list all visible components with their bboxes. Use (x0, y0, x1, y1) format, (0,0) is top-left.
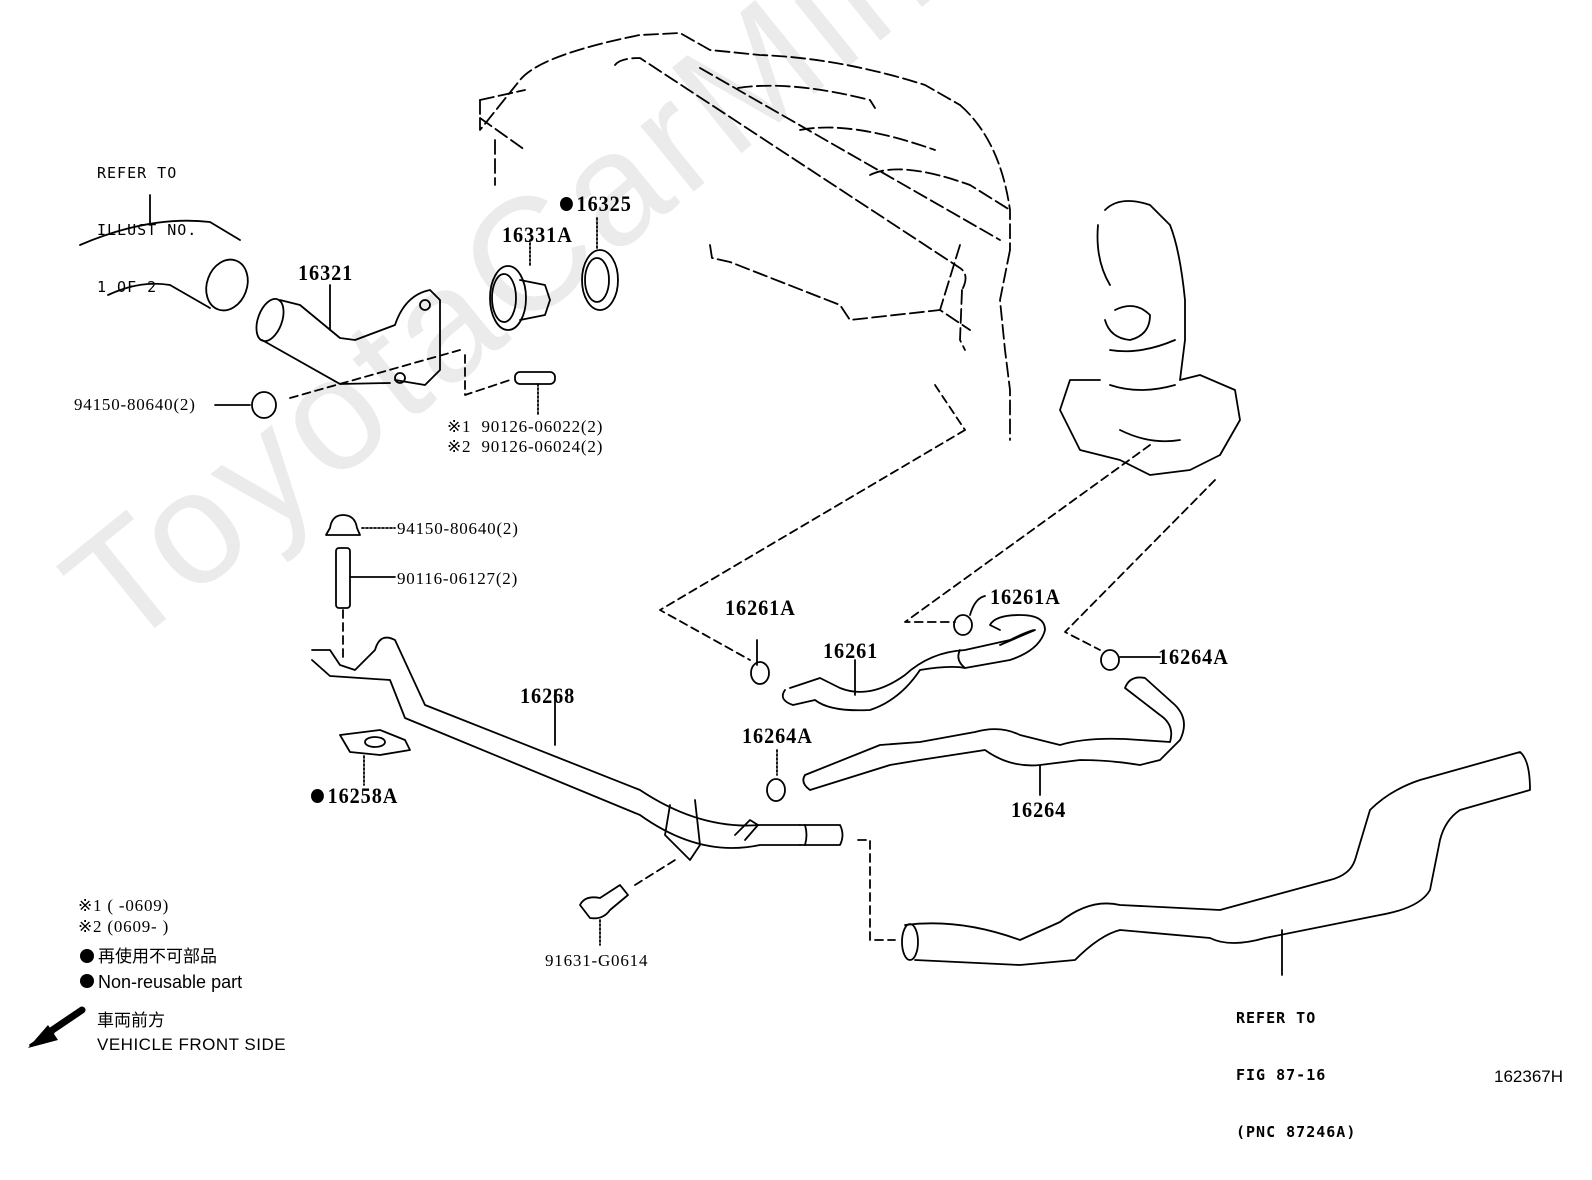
refer-note-bottom-right: REFER TO FIG 87-16 (PNC 87246A) (1236, 971, 1356, 1180)
clamp-16261A-left (750, 639, 770, 685)
part-label-90126-06024[interactable]: ※2 90126-06024(2) (447, 438, 603, 455)
lower-hose (901, 751, 1531, 976)
upper-hose (79, 194, 249, 312)
refer-line: 1 OF 2 (97, 278, 158, 296)
parts-diagram: ToyotaCarMine.ru (28, 0, 1564, 1141)
refer-line: ILLUST NO. (97, 221, 198, 239)
gasket-16258A (339, 729, 411, 786)
non-reusable-dot-icon (80, 948, 94, 963)
part-label-16261A-left[interactable]: 16261A (725, 595, 796, 620)
part-label-90116[interactable]: 90116-06127(2) (397, 569, 519, 588)
legend-nonreusable-jp: 再使用不可部品 (80, 948, 217, 965)
part-label-16325[interactable]: 16325 (560, 193, 632, 215)
refer-line: (PNC 87246A) (1236, 1123, 1357, 1141)
part-label-16258A[interactable]: 16258A (311, 785, 398, 807)
part-label-16321[interactable]: 16321 (298, 260, 354, 285)
engine-outline (479, 32, 1011, 441)
part-number: 90126-06024(2) (481, 437, 604, 456)
part-label-16261A-right[interactable]: 16261A (990, 584, 1061, 609)
non-reusable-dot-icon (80, 974, 94, 989)
footnote-mark: ※2 (447, 437, 472, 456)
legend-note-2: ※2 (0609- ) (78, 917, 170, 936)
water-inlet-housing (1059, 200, 1241, 476)
part-number: 16258A (327, 783, 399, 808)
part-label-16264[interactable]: 16264 (1011, 797, 1067, 822)
bolt-91631 (579, 859, 676, 946)
part-label-94150-top[interactable]: 94150-80640(2) (74, 395, 196, 414)
part-label-16331A[interactable]: 16331A (502, 222, 573, 247)
non-reusable-dot-icon (311, 788, 324, 803)
refer-line: REFER TO (97, 164, 178, 182)
legend-note-1: ※1 ( -0609) (78, 896, 170, 915)
clamp-16261A-right (953, 595, 986, 636)
part-number: 16325 (576, 191, 632, 216)
legend-front-jp: 車両前方 (97, 1011, 165, 1030)
refer-line: FIG 87-16 (1236, 1066, 1327, 1084)
part-label-16261[interactable]: 16261 (823, 638, 879, 663)
footnote-mark: ※1 (447, 417, 472, 436)
part-label-90126-06022[interactable]: ※1 90126-06022(2) (447, 418, 603, 435)
stud-90116 (335, 547, 396, 661)
refer-line: REFER TO (1236, 1009, 1317, 1027)
part-label-16264A-right[interactable]: 16264A (1158, 644, 1229, 669)
diagram-drawing (28, 32, 1531, 1048)
legend-nonreusable-en: Non-reusable part (80, 973, 242, 991)
figure-number: 162367H (1494, 1067, 1564, 1086)
refer-note-top-left: REFER TO ILLUST NO. 1 OF 2 (97, 126, 197, 335)
non-reusable-dot-icon (560, 196, 573, 211)
hose-16264 (802, 676, 1185, 796)
stud-90126 (464, 354, 556, 416)
water-pipe-16268 (311, 636, 844, 861)
clamp-16264A-left (766, 749, 786, 802)
gasket-16325 (581, 217, 619, 311)
legend-text: 再使用不可部品 (98, 947, 217, 966)
part-label-16268[interactable]: 16268 (520, 683, 576, 708)
hose-16261 (781, 614, 1046, 712)
nut-94150-top (214, 349, 461, 419)
part-number: 90126-06022(2) (481, 417, 604, 436)
part-label-16264A-left[interactable]: 16264A (742, 723, 813, 748)
legend-front-en: VEHICLE FRONT SIDE (97, 1035, 287, 1054)
legend-text: Non-reusable part (98, 972, 243, 992)
water-outlet-16321 (255, 284, 441, 386)
clamp-16264A-right (1100, 649, 1161, 671)
part-label-91631[interactable]: 91631-G0614 (545, 951, 649, 970)
thermostat-16331A (489, 239, 551, 331)
part-label-94150-mid[interactable]: 94150-80640(2) (397, 519, 519, 538)
nut-94150-mid (325, 514, 396, 536)
